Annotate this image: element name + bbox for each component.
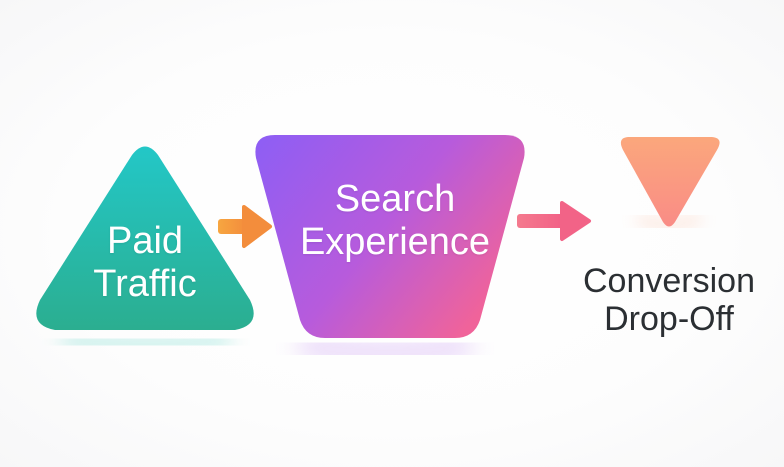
paid-traffic-label-line1: Paid [106,220,184,262]
arrow-paid-to-search [218,205,272,248]
search-experience-funnel [255,135,525,338]
conversion-dropoff-label-line1: Conversion [583,262,755,300]
paid-traffic-label: Paid Traffic [55,220,235,305]
search-experience-label-line1: Search [334,178,456,220]
search-experience-label: Search Experience [275,178,515,263]
paid-traffic-glow [61,331,231,353]
conversion-dropoff-label: Conversion Drop-Off [555,262,783,338]
paid-traffic-label-line2: Traffic [93,262,197,305]
paid-traffic-triangle [36,146,254,330]
search-experience-label-line2: Experience [299,220,491,263]
search-experience-glow [298,334,473,364]
arrow-search-to-dropoff [517,201,591,241]
conversion-dropoff-label-line2: Drop-Off [604,300,734,339]
conversion-dropoff-triangle [620,137,720,227]
